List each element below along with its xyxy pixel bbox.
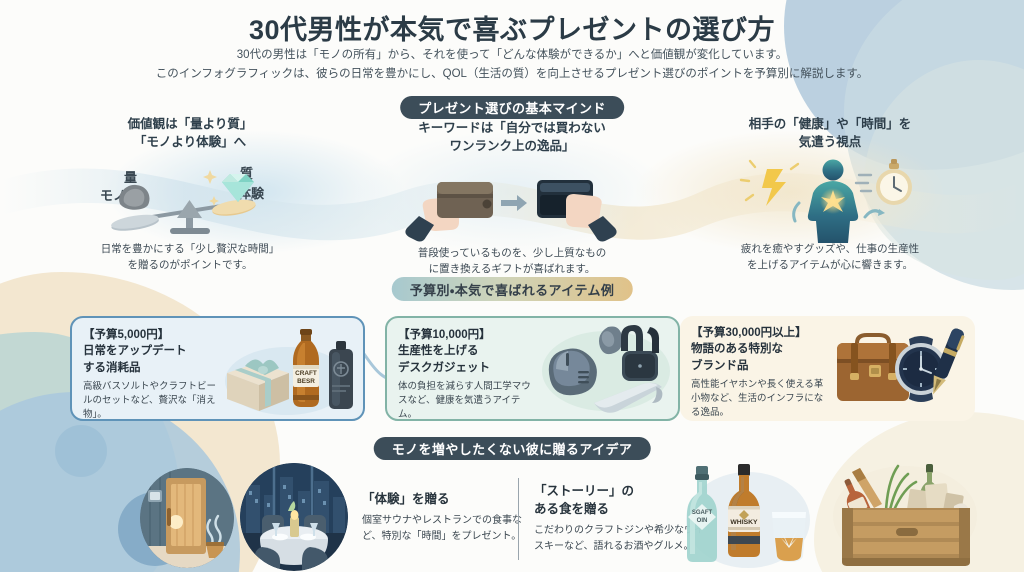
gin-whisky-icon: SGAFT OIN WHISKY bbox=[668, 460, 828, 572]
page-title: 30代男性が本気で喜ぶプレゼントの選び方 bbox=[248, 15, 776, 45]
mind-2-heading-line-1: キーワードは「自分では買わない bbox=[418, 121, 606, 135]
idea-1-desc: 個室サウナやレストランでの食事など、特別な「時間」をプレゼント。 bbox=[362, 515, 522, 542]
briefcase-watch-pen-icon bbox=[832, 316, 975, 421]
gourmet-crate-icon bbox=[820, 458, 990, 572]
budget-1-title-line-1: 【予算5,000円】 bbox=[83, 329, 170, 341]
budget-card-2-desc: 体の負担を減らす人間工学マウスなど、健康を気遣うアイテム。 bbox=[398, 380, 531, 420]
mind-3-note-line-2: を上げるアイテムが心に響きます。 bbox=[747, 259, 913, 271]
idea-2-heading-line-2: ある食を贈る bbox=[534, 502, 610, 517]
mind-3-note-line-1: 疲れを癒やすグッズや、仕事の生産性 bbox=[740, 243, 920, 256]
budget-3-title-line-1: 【予算30,000円以上】 bbox=[691, 327, 807, 339]
idea-divider bbox=[518, 478, 519, 560]
idea-2-heading: 「ストーリー」の ある食を贈る bbox=[534, 482, 704, 518]
mind-3-heading-line-2: 気遣う視点 bbox=[798, 135, 862, 150]
svg-text:量: 量 bbox=[124, 170, 137, 185]
section-pill-ideas: モノを増やしたくない彼に贈るアイデア bbox=[373, 437, 651, 460]
sauna-icon bbox=[140, 468, 234, 568]
mind-2-heading-line-2: ワンランク上の逸品」 bbox=[449, 139, 575, 154]
budget-card-2-text: 【予算10,000円】 生産性を上げる デスクガジェット 体の負担を減らす人間工… bbox=[387, 318, 536, 419]
idea-2: 「ストーリー」の ある食を贈る こだわりのクラフトジンや希少なウイスキーなど、語… bbox=[534, 482, 704, 554]
mind-2-note-line-2: に置き換えるギフトが喜ばれます。 bbox=[428, 263, 596, 275]
idea-1: 「体験」を贈る 個室サウナやレストランでの食事など、特別な「時間」をプレゼント。 bbox=[362, 490, 532, 544]
restaurant-table-icon bbox=[240, 463, 348, 571]
budget-3-title-line-3: ブランド品 bbox=[691, 359, 749, 372]
budget-card-3-text: 【予算30,000円以上】 物語のある特別な ブランド品 高性能イヤホンや長く使… bbox=[680, 316, 832, 421]
mind-2-note-line-1: 普段使っているものを、少し上質なもの bbox=[417, 247, 607, 260]
budget-card-3[interactable]: 【予算30,000円以上】 物語のある特別な ブランド品 高性能イヤホンや長く使… bbox=[680, 316, 975, 421]
mind-point-2-note: 普段使っているものを、少し上質なもの に置き換えるギフトが喜ばれます。 bbox=[362, 246, 662, 278]
budget-card-3-desc: 高性能イヤホンや長く使える革小物など、生活のインフラになる逸品。 bbox=[691, 378, 824, 418]
mind-point-3: 相手の「健康」や「時間」を 気遣う視点 bbox=[680, 115, 980, 274]
mind-point-3-heading: 相手の「健康」や「時間」を 気遣う視点 bbox=[680, 115, 980, 151]
mouse-earbuds-mat-icon bbox=[536, 318, 678, 419]
gin-label-line-2: OIN bbox=[697, 518, 708, 524]
subtitle-line-1: 30代の男性は「モノの所有」から、それを使って「どんな体験ができるか」へと価値観… bbox=[236, 49, 788, 61]
mind-1-heading-line-2: 「モノより体験」へ bbox=[133, 135, 247, 150]
giftbox-beer-tube-icon: CRAFT BESR bbox=[221, 318, 363, 419]
budget-card-2[interactable]: 【予算10,000円】 生産性を上げる デスクガジェット 体の負担を減らす人間工… bbox=[385, 316, 680, 421]
mind-point-1: 価値観は「量より質」 「モノより体験」へ 量 モノ 質 体験 bbox=[40, 115, 340, 274]
mind-3-heading-line-1: 相手の「健康」や「時間」を bbox=[748, 117, 912, 131]
bottle-label-line-1: CRAFT bbox=[295, 370, 317, 377]
balance-scale-icon: 量 モノ 質 体験 bbox=[40, 156, 340, 238]
page-subtitle: 30代の男性は「モノの所有」から、それを使って「どんな体験ができるか」へと価値観… bbox=[0, 46, 1024, 84]
budget-2-title-line-3: デスクガジェット bbox=[398, 361, 490, 374]
mind-1-note-line-1: 日常を豊かにする「少し贅沢な時間」 bbox=[100, 243, 280, 256]
mind-point-3-note: 疲れを癒やすグッズや、仕事の生産性 を上げるアイテムが心に響きます。 bbox=[680, 242, 980, 274]
budget-card-1-title: 【予算5,000円】 日常をアップデート する消耗品 bbox=[83, 327, 221, 376]
budget-card-1[interactable]: 【予算5,000円】 日常をアップデート する消耗品 高級バスソルトやクラフトビ… bbox=[70, 316, 365, 421]
budget-card-2-title: 【予算10,000円】 生産性を上げる デスクガジェット bbox=[398, 327, 536, 376]
mind-point-1-note: 日常を豊かにする「少し贅沢な時間」 を贈るのがポイントです。 bbox=[40, 242, 340, 274]
budget-2-title-line-1: 【予算10,000円】 bbox=[398, 329, 491, 341]
mind-point-1-heading: 価値観は「量より質」 「モノより体験」へ bbox=[40, 115, 340, 151]
wallet-upgrade-icon bbox=[362, 160, 662, 242]
subtitle-line-2: このインフォグラフィックは、彼らの日常を豊かにし、QOL（生活の質）を向上させる… bbox=[155, 67, 869, 80]
section-pill-mind: プレゼント選びの基本マインド bbox=[400, 96, 624, 119]
idea-2-heading-line-1: 「ストーリー」の bbox=[534, 484, 635, 498]
budget-card-1-text: 【予算5,000円】 日常をアップデート する消耗品 高級バスソルトやクラフトビ… bbox=[72, 318, 221, 419]
budget-1-title-line-2: 日常をアップデート bbox=[83, 345, 187, 358]
whisky-label: WHISKY bbox=[730, 519, 758, 526]
decorative-dot-small bbox=[55, 425, 107, 477]
idea-1-heading-line-1: 「体験」を贈る bbox=[362, 492, 450, 506]
mind-point-2-heading: キーワードは「自分では買わない ワンランク上の逸品」 bbox=[362, 119, 662, 155]
mind-1-note-line-2: を贈るのがポイントです。 bbox=[127, 259, 253, 271]
bottle-label-line-2: BESR bbox=[297, 378, 315, 385]
idea-2-desc: こだわりのクラフトジンや希少なウイスキーなど、語れるお酒やグルメ。 bbox=[534, 525, 704, 552]
budget-card-3-title: 【予算30,000円以上】 物語のある特別な ブランド品 bbox=[691, 325, 832, 374]
gin-label-line-1: SGAFT bbox=[692, 510, 713, 516]
budget-2-title-line-2: 生産性を上げる bbox=[398, 345, 479, 358]
budget-card-1-desc: 高級バスソルトやクラフトビールのセットなど、贅沢な「消え物」。 bbox=[83, 380, 217, 420]
idea-1-heading: 「体験」を贈る bbox=[362, 490, 532, 508]
budget-1-title-line-3: する消耗品 bbox=[83, 361, 141, 374]
mind-1-heading-line-1: 価値観は「量より質」 bbox=[127, 117, 253, 131]
mind-point-2: キーワードは「自分では買わない ワンランク上の逸品」 bbox=[362, 115, 662, 278]
budget-3-title-line-2: 物語のある特別な bbox=[691, 343, 783, 356]
health-time-icon bbox=[680, 156, 980, 244]
section-pill-budget: 予算別・本気で喜ばれるアイテム例 bbox=[391, 277, 633, 301]
